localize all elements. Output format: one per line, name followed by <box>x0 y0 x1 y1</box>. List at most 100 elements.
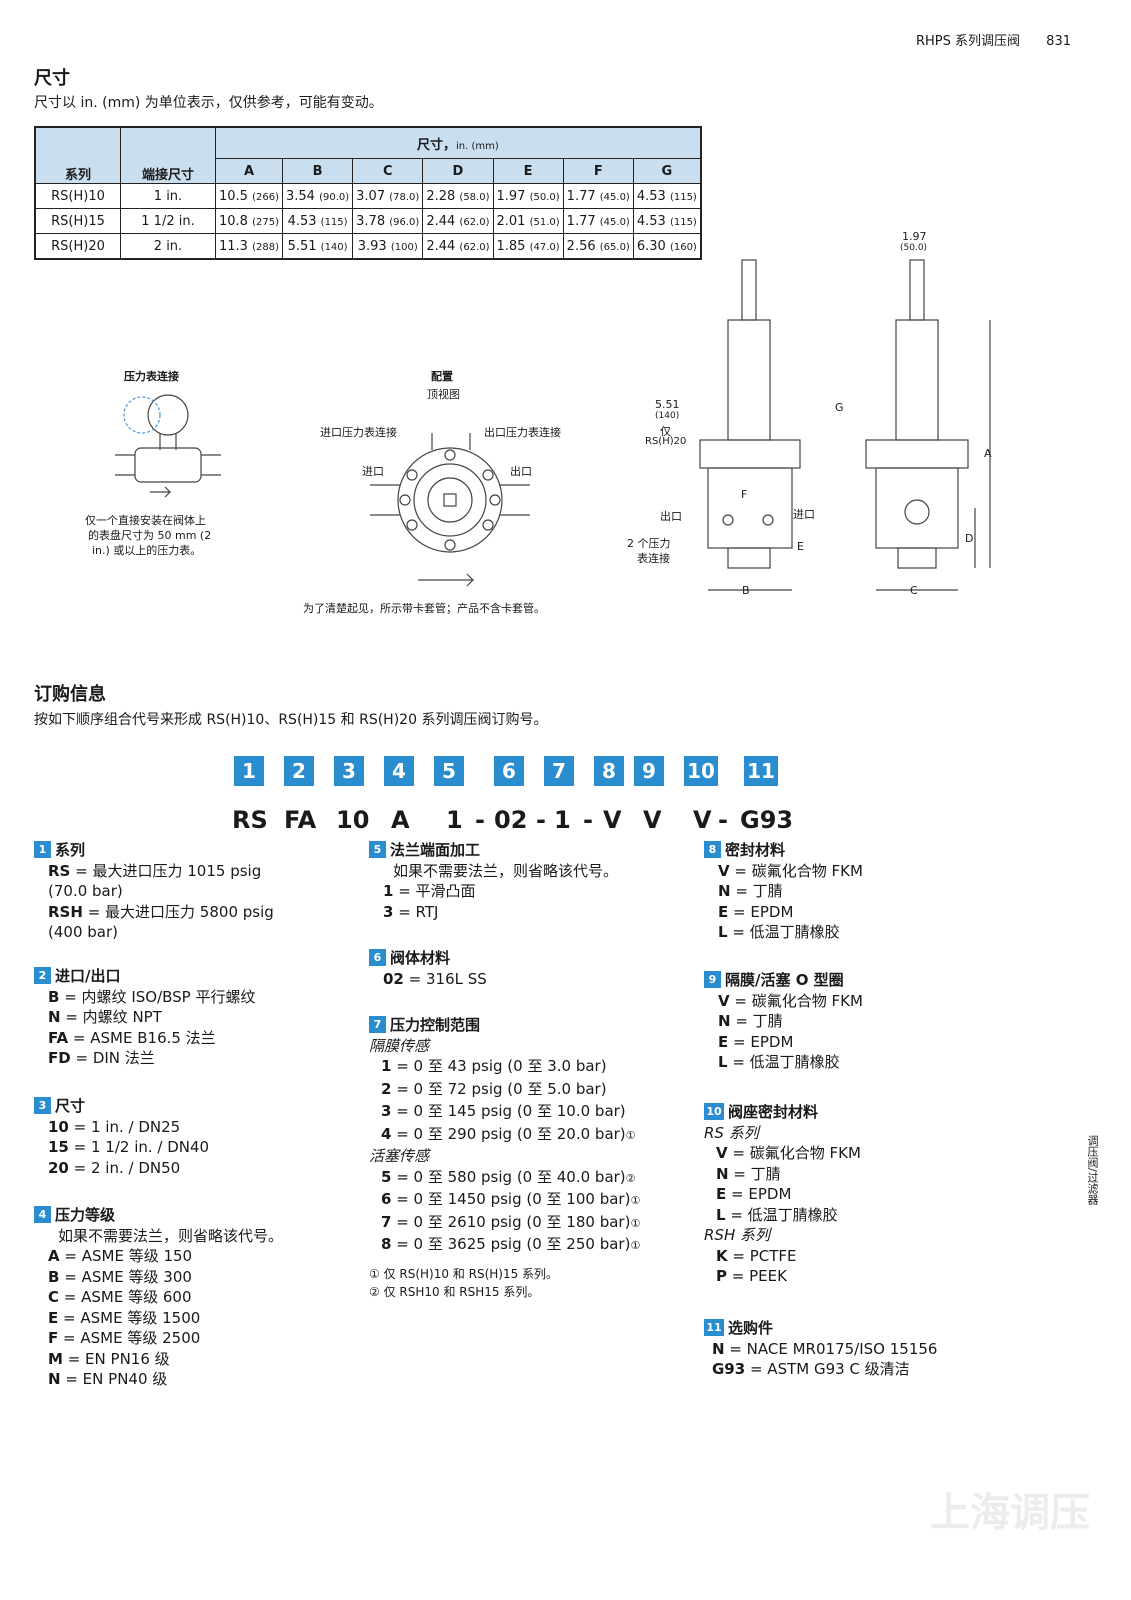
option-item: 2 = 0 至 72 psig (0 至 5.0 bar) <box>381 1079 607 1098</box>
option-item: 3 = 0 至 145 psig (0 至 10.0 bar) <box>381 1102 626 1120</box>
code-value: 1 <box>554 806 571 834</box>
cell-dim: 5.51 (140) <box>281 233 354 260</box>
option-item: N = NACE MR0175/ISO 15156 <box>712 1339 938 1358</box>
inlet-label: 进口 <box>362 465 384 478</box>
two-gauge-2: 表连接 <box>637 552 670 565</box>
cell-dim: 4.53 (115) <box>632 208 702 234</box>
col-a: A <box>215 158 283 184</box>
option-item: RS = 最大进口压力 1015 psig <box>48 861 262 880</box>
outlet-label-2: 出口 <box>660 510 682 523</box>
dim-letter-b: B <box>742 584 750 597</box>
dims-note: 尺寸以 in. (mm) 为单位表示，仅供参考，可能有变动。 <box>34 95 383 111</box>
option-item: 15 = 1 1/2 in. / DN40 <box>48 1138 210 1156</box>
config-sub: 顶视图 <box>427 388 460 401</box>
option-item: A = ASME 等级 150 <box>48 1247 193 1265</box>
outlet-label: 出口 <box>510 465 532 478</box>
gauge-note-1: 仅一个直接安装在阀体上 <box>85 514 206 527</box>
option-item: N = 内螺纹 NPT <box>48 1008 162 1026</box>
code-position-box: 11 <box>744 756 778 786</box>
option-item: F = ASME 等级 2500 <box>48 1329 201 1347</box>
option-item: L = 低温丁腈橡胶 <box>718 1053 840 1071</box>
page-number: 831 <box>1046 34 1071 49</box>
group-label: RSH 系列 <box>704 1226 770 1244</box>
cell-dim: 1.77 (45.0) <box>562 208 634 234</box>
two-gauge-1: 2 个压力 <box>627 537 671 550</box>
page-header: RHPS 系列调压阀 831 <box>916 30 1071 49</box>
cell-series: RS(H)10 <box>34 183 121 209</box>
option-item: B = 内螺纹 ISO/BSP 平行螺纹 <box>48 987 256 1006</box>
dim-551: 5.51 <box>655 398 680 411</box>
option-item: 20 = 2 in. / DN50 <box>48 1158 181 1177</box>
side-label: 调压阀/过滤器 <box>1086 1135 1099 1205</box>
cell-dim: 2.44 (62.0) <box>422 208 494 234</box>
col-c: C <box>352 158 424 184</box>
inlet-label-2: 进口 <box>793 508 815 521</box>
code-position-box: 3 <box>334 756 364 786</box>
cell-dim: 6.30 (160) <box>632 233 702 260</box>
dim-rsh20: RS(H)20 <box>645 436 687 447</box>
col-b: B <box>281 158 354 184</box>
cell-end-size: 2 in. <box>120 233 216 260</box>
code-position-box: 8 <box>594 756 624 786</box>
dim-50: (50.0) <box>900 243 928 253</box>
top-view-sketch <box>370 433 530 587</box>
outlet-gauge-label: 出口压力表连接 <box>484 426 561 439</box>
option-item: N = EN PN40 级 <box>48 1370 168 1388</box>
code-value: 02 <box>494 806 528 834</box>
code-value: - <box>536 806 546 834</box>
option-item: (70.0 bar) <box>48 882 123 900</box>
dim-letter-d: D <box>965 532 974 545</box>
option-item: V = 碳氟化合物 FKM <box>718 991 863 1010</box>
code-value: G93 <box>740 806 794 834</box>
option-item: 8 = 0 至 3625 psig (0 至 250 bar)① <box>381 1235 641 1253</box>
order-note: 按如下顺序组合代号来形成 RS(H)10、RS(H)15 和 RS(H)20 系… <box>34 712 548 728</box>
dim-letter-a: A <box>984 447 992 460</box>
cell-dim: 1.97 (50.0) <box>492 183 564 209</box>
valve-diagram <box>115 259 991 591</box>
clip-note: 为了清楚起见，所示带卡套管；产品不含卡套管。 <box>303 602 545 615</box>
code-value: - <box>475 806 485 834</box>
code-position-box: 9 <box>634 756 664 786</box>
option-item: 1 = 0 至 43 psig (0 至 3.0 bar) <box>381 1057 607 1075</box>
col-f: F <box>562 158 634 184</box>
dims-heading: 尺寸 <box>34 68 70 89</box>
code-position-box: 4 <box>384 756 414 786</box>
watermark: 上海调压 <box>930 1490 1090 1536</box>
code-value: RS <box>232 806 268 834</box>
footnote: ① 仅 RS(H)10 和 RS(H)15 系列。 <box>369 1266 559 1281</box>
cell-end-size: 1 1/2 in. <box>120 208 216 234</box>
option-item: K = PCTFE <box>716 1246 797 1265</box>
option-item: 6 = 0 至 1450 psig (0 至 100 bar)① <box>381 1190 641 1208</box>
code-position-box: 5 <box>434 756 464 786</box>
dim-letter-f: F <box>741 488 748 501</box>
option-item: RSH = 最大进口压力 5800 psig <box>48 902 274 921</box>
section-note: 如果不需要法兰，则省略该代号。 <box>393 861 619 880</box>
group-label: 活塞传感 <box>369 1147 430 1165</box>
cell-dim: 2.28 (58.0) <box>422 183 494 209</box>
cell-dim: 10.5 (266) <box>215 183 283 209</box>
dim-letter-e: E <box>797 540 804 553</box>
inlet-gauge-label: 进口压力表连接 <box>320 426 397 439</box>
cell-dim: 4.53 (115) <box>632 183 702 209</box>
option-item: (400 bar) <box>48 923 118 941</box>
code-value: 10 <box>336 806 370 834</box>
cell-dim: 3.78 (96.0) <box>352 208 424 234</box>
option-item: B = ASME 等级 300 <box>48 1267 192 1286</box>
